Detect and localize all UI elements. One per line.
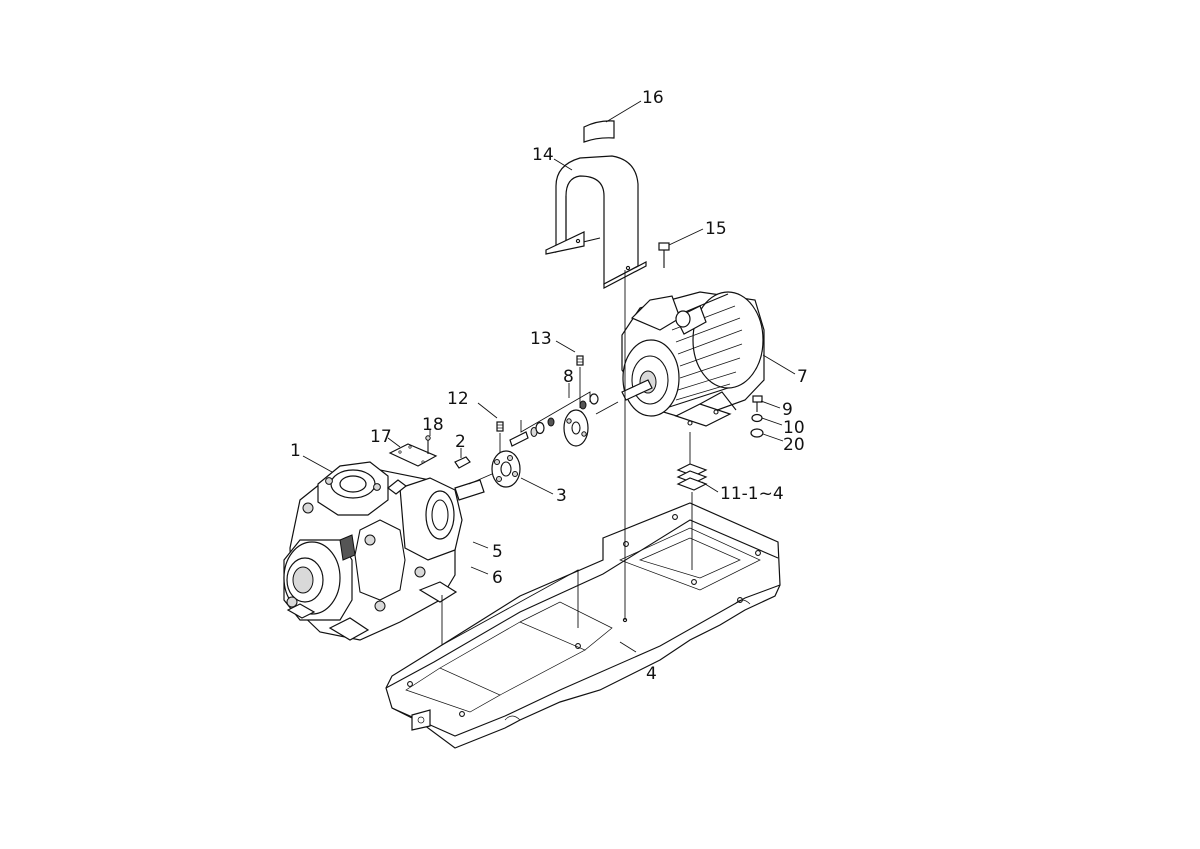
motor-bolt bbox=[752, 395, 763, 412]
hex-nut bbox=[750, 428, 764, 438]
guard-bolt bbox=[658, 242, 670, 268]
shaft-key bbox=[454, 456, 471, 469]
coupling-motor-half bbox=[563, 401, 619, 447]
rivet-pin bbox=[425, 435, 431, 454]
coupling-bolt-set bbox=[509, 391, 599, 447]
callout-15: 15 bbox=[705, 219, 727, 239]
callout-4: 4 bbox=[646, 664, 657, 684]
callout-20: 20 bbox=[783, 435, 805, 455]
callout-17: 17 bbox=[370, 427, 392, 447]
callout-8: 8 bbox=[563, 367, 574, 387]
callout-3: 3 bbox=[556, 486, 567, 506]
warning-label bbox=[583, 120, 615, 143]
callout-6: 6 bbox=[492, 568, 503, 588]
callout-16: 16 bbox=[642, 88, 664, 108]
set-screw-13 bbox=[576, 355, 584, 408]
electric-motor bbox=[621, 291, 765, 427]
callout-18: 18 bbox=[422, 415, 444, 435]
callout-14: 14 bbox=[532, 145, 554, 165]
coupling-pump-half bbox=[468, 450, 521, 488]
callout-1: 1 bbox=[290, 441, 301, 461]
callout-11: 11-1~4 bbox=[720, 484, 784, 504]
pump-assembly bbox=[283, 461, 485, 641]
callout-5: 5 bbox=[492, 542, 503, 562]
callout-leaders bbox=[302, 100, 796, 653]
callout-2: 2 bbox=[455, 432, 466, 452]
callout-12: 12 bbox=[447, 389, 469, 409]
callout-9: 9 bbox=[782, 400, 793, 420]
nameplate bbox=[388, 443, 438, 467]
callout-10: 10 bbox=[783, 418, 805, 438]
callout-7: 7 bbox=[797, 367, 808, 387]
callout-labels: 1 2 3 4 5 6 7 8 9 10 11-1~4 12 13 14 15 … bbox=[290, 88, 808, 684]
coupling-guard bbox=[545, 155, 647, 289]
callout-13: 13 bbox=[530, 329, 552, 349]
set-screw-12 bbox=[496, 421, 504, 452]
base-plate bbox=[385, 502, 781, 749]
pump-base-guide bbox=[441, 569, 579, 646]
spring-washer bbox=[751, 413, 763, 423]
